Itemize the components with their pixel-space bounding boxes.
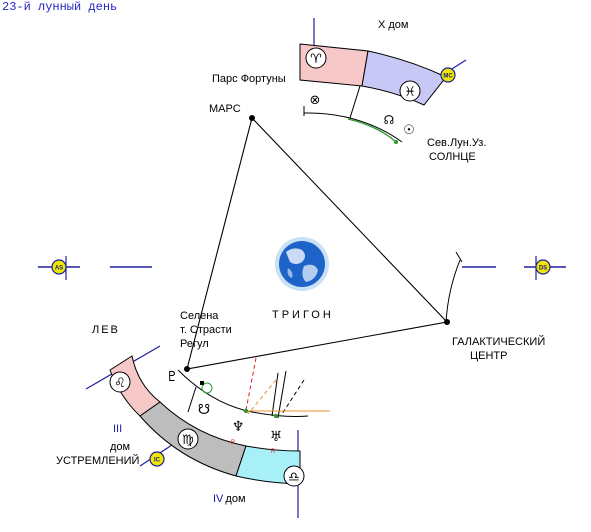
as-badge-icon: [51, 259, 67, 275]
houses-inner-arc: [177, 369, 309, 417]
leo-symbol: ♌: [114, 376, 126, 391]
retrograde-mark-1: R: [231, 440, 236, 446]
house-10-title: X дом: [378, 19, 409, 31]
south-node-marker: [200, 381, 204, 385]
regul-label: Регул: [180, 338, 209, 350]
house-4-numeral: IV: [213, 493, 224, 505]
selena-point: [184, 366, 190, 372]
horizon-axis: AS DS: [38, 251, 566, 323]
dashed-red-line: [245, 357, 257, 411]
galactic-center-point: [444, 319, 450, 325]
ds-badge: DS: [539, 266, 547, 272]
galactic-center-label-1: ГАЛАКТИЧЕСКИЙ: [452, 335, 545, 348]
leo-icon: [109, 371, 131, 393]
house-3-name: УСТРЕМЛЕНИЙ: [56, 454, 139, 467]
libra-icon: [283, 465, 305, 487]
selena-label: Селена: [180, 310, 219, 322]
trigon-label: ТРИГОН: [272, 309, 334, 321]
pisces-sector: [361, 50, 447, 106]
pisces-icon: [399, 80, 421, 102]
leo-label: ЛЕВ: [92, 324, 120, 336]
galactic-center-label-2: ЦЕНТР: [470, 350, 507, 362]
mars-label: МАРС: [209, 103, 241, 115]
mc-badge-icon: [440, 67, 456, 83]
libra-symbol: ♎: [288, 470, 300, 485]
neptune-dot: [243, 408, 249, 414]
nodes-arc: [347, 118, 397, 143]
as-badge: AS: [55, 266, 63, 272]
ic-badge-icon: [149, 451, 165, 467]
mc-badge: MC: [443, 74, 453, 80]
south-node-icon: ☋: [198, 402, 210, 418]
house-4-word: дом: [225, 493, 245, 505]
aries-symbol: ♈: [310, 52, 322, 67]
pisces-symbol: ♓: [404, 85, 416, 100]
aries-icon: [305, 47, 327, 69]
uranus-dot: [273, 413, 279, 419]
uranus-icon: ♅: [270, 429, 283, 445]
galactic-arc: [445, 259, 461, 323]
ds-badge-icon: [535, 259, 551, 275]
dashed-orange-line: [247, 379, 277, 415]
regul-marker: [201, 382, 213, 394]
sun-icon: ☉: [403, 123, 415, 138]
pars-fortuny-icon: ⊗: [310, 93, 321, 108]
retrograde-mark-2: R: [271, 449, 276, 455]
neptune-icon: ♆: [232, 419, 245, 435]
dashed-black-line: [281, 379, 305, 415]
pars-fortuny-label: Парс Фортуны: [212, 73, 286, 85]
house-3-numeral: III: [113, 423, 122, 435]
trigon: МАРС ТРИГОН ГАЛАКТИЧЕСКИЙ ЦЕНТР: [184, 103, 545, 372]
passion-point-label: т. Страсти: [180, 324, 232, 336]
house-10-inner-arc: [303, 112, 403, 143]
mars-point: [249, 115, 255, 121]
node-dot: [394, 140, 398, 144]
north-node-label: Сев.Лун.Уз.: [427, 137, 486, 149]
north-node-icon: ☊: [384, 113, 395, 127]
house-10-segment: ♈ ♓ MC ⊗ ☊ ☉ X дом Парс Фортуны Сев.Лун.…: [212, 18, 486, 163]
sun-label: СОЛНЦЕ: [429, 151, 476, 163]
house-3-word: дом: [110, 441, 130, 453]
lunar-day-title: 23-й лунный день: [2, 0, 117, 14]
trigon-triangle: [186, 116, 449, 370]
earth-globe-icon: [275, 237, 329, 291]
houses-3-4-segment: ♌ ♍ ♎ IC ♇ ☋ ♆ ♅ R R ЛЕВ Селена т. Страс…: [56, 310, 330, 518]
virgo-icon: [177, 428, 199, 450]
ic-badge: IC: [154, 458, 161, 464]
virgo-symbol: ♍: [182, 433, 194, 448]
house-10-divider: [349, 85, 361, 119]
pluto-icon: ♇: [166, 369, 179, 385]
